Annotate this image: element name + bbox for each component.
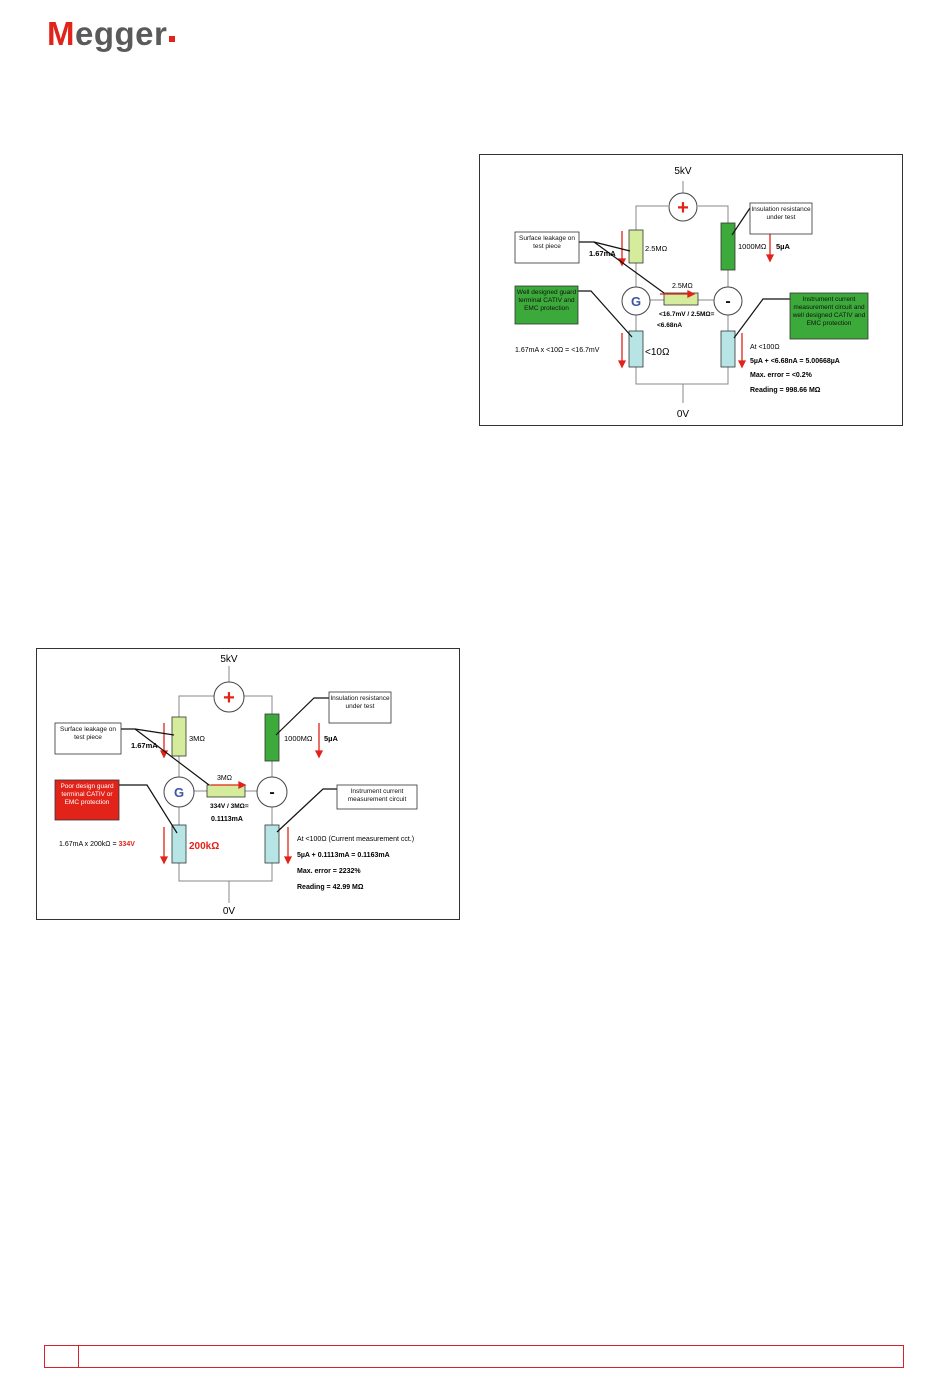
max-error-label: Max. error = <0.2%: [750, 372, 813, 379]
callout-instrument: [336, 784, 418, 810]
diagram-poor-design-guard: + G - Surface leakage on test piece Insu…: [36, 648, 460, 920]
diagram-well-designed-guard: + G - Surface leakage on test piece Insu…: [479, 154, 903, 426]
meas-sum-label: 5µA + 0.1113mA = 0.1163mA: [297, 852, 390, 859]
guard-terminal: [163, 776, 195, 808]
page-number: [45, 1346, 78, 1367]
r-insulation-label: 1000MΩ: [738, 242, 767, 251]
callout-insulation-text: Insulation resistance under test: [330, 695, 390, 710]
minus-symbol: -: [725, 293, 730, 310]
guard-symbol: G: [631, 294, 641, 309]
callout-surface-leakage: [54, 722, 122, 755]
i-insulation-label: 5µA: [776, 242, 790, 251]
cross-calc-label: 334V / 3MΩ=: [210, 803, 249, 810]
page-footer: [44, 1345, 904, 1368]
guard-calc-label: 1.67mA x <10Ω = <16.7mV: [515, 347, 600, 354]
reading-label: Reading = 998.66 MΩ: [750, 387, 821, 394]
resistor-surface-leakage: [628, 229, 644, 264]
cross-result-label: <6.68nA: [657, 322, 682, 329]
r-cross-label: 2.5MΩ: [672, 283, 693, 290]
r-leak-label: 3MΩ: [189, 734, 205, 743]
callout-guard-design-text: Poor design guard terminal CATIV or EMC …: [60, 783, 114, 806]
r-guard-label: 200kΩ: [189, 841, 219, 852]
meas-r-label: At <100Ω (Current measurement cct.): [297, 836, 414, 843]
plus-terminal: [213, 681, 245, 713]
minus-terminal: [256, 776, 288, 808]
resistor-measurement: [720, 330, 736, 368]
resistor-measurement: [264, 824, 280, 864]
megger-logo: Megger: [47, 14, 176, 54]
resistor-insulation: [720, 222, 736, 271]
plus-symbol: +: [223, 687, 235, 709]
logo-dot: [169, 36, 176, 42]
r-leak-label: 2.5MΩ: [645, 244, 668, 253]
resistor-guard: [171, 824, 187, 864]
callout-instrument-text: Instrument current measurement circuit: [347, 788, 407, 803]
callout-insulation-text: Insulation resistance under test: [751, 206, 811, 221]
callout-insulation: [749, 202, 813, 235]
leak-current-label: 1.67mA: [589, 249, 616, 258]
callout-instrument-text: Instrument current measurement circuit a…: [792, 296, 866, 327]
circuit-svg-top: + G - Surface leakage on test piece Insu…: [514, 166, 869, 420]
callout-guard-design: [54, 779, 120, 821]
ground-label: 0V: [223, 906, 236, 917]
minus-symbol: -: [269, 784, 274, 801]
resistor-surface-leakage: [171, 716, 187, 757]
callout-guard-design: [514, 285, 579, 325]
guard-calc-prefix: 1.67mA x 200kΩ =: [59, 841, 119, 848]
callout-insulation: [328, 691, 392, 724]
guard-symbol: G: [174, 785, 184, 800]
callout-surface-leakage: [514, 231, 580, 264]
guard-terminal: [621, 286, 651, 316]
reading-label: Reading = 42.99 MΩ: [297, 884, 364, 891]
footer-divider: [78, 1346, 79, 1367]
callout-surface-leakage-text: Surface leakage on test piece: [59, 726, 116, 741]
supply-label: 5kV: [220, 654, 238, 665]
callout-surface-leakage-text: Surface leakage on test piece: [518, 235, 575, 250]
meas-r-label: At <100Ω: [750, 344, 780, 351]
r-cross-label: 3MΩ: [217, 775, 232, 782]
resistor-insulation: [264, 713, 280, 762]
resistor-guard: [628, 330, 644, 368]
minus-terminal: [713, 286, 743, 316]
max-error-label: Max. error = 2232%: [297, 868, 361, 875]
leak-current-label: 1.67mA: [131, 741, 158, 750]
guard-calc-value: 334V: [119, 841, 136, 848]
logo-text: Megger: [47, 15, 168, 52]
callout-instrument: [789, 292, 869, 340]
plus-symbol: +: [677, 197, 689, 219]
cross-calc-label: <16.7mV / 2.5MΩ=: [659, 311, 715, 318]
r-guard-label: <10Ω: [645, 347, 670, 358]
callout-guard-design-text: Well designed guard terminal CATIV and E…: [516, 289, 577, 312]
guard-calc-label: 1.67mA x 200kΩ = 334V: [59, 841, 135, 848]
cross-result-label: 0.1113mA: [211, 816, 243, 823]
r-insulation-label: 1000MΩ: [284, 734, 313, 743]
plus-terminal: [668, 192, 698, 222]
i-insulation-label: 5µA: [324, 734, 338, 743]
supply-label: 5kV: [674, 166, 692, 177]
meas-sum-label: 5µA + <6.68nA = 5.00668µA: [750, 358, 840, 365]
circuit-svg-bottom: + G - Surface leakage on test piece Insu…: [54, 654, 418, 917]
ground-label: 0V: [677, 409, 690, 420]
